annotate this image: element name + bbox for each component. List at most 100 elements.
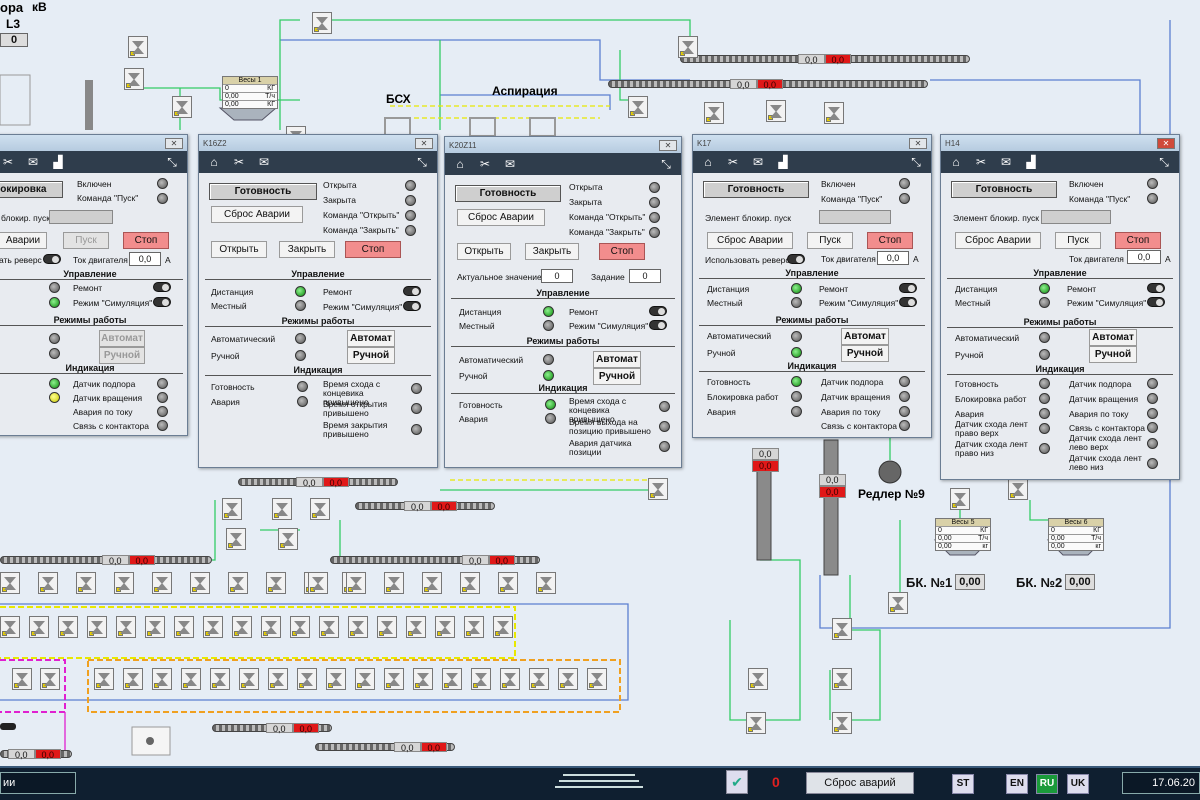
start-button[interactable]: Пуск <box>807 232 853 249</box>
block-elem-field[interactable] <box>1041 210 1111 224</box>
collapse-icon[interactable]: ⤡ <box>911 155 921 169</box>
close-button[interactable]: ✕ <box>165 137 183 149</box>
valve-symbol[interactable] <box>442 668 462 690</box>
valve-symbol[interactable] <box>950 488 970 510</box>
valve-symbol[interactable] <box>172 96 192 118</box>
left-taskbar-button[interactable]: ии <box>0 772 76 794</box>
valve-symbol[interactable] <box>422 572 442 594</box>
valve-symbol[interactable] <box>355 668 375 690</box>
valve-symbol[interactable] <box>348 616 368 638</box>
mail-search-icon[interactable]: ✉ <box>27 155 39 169</box>
valve-symbol[interactable] <box>406 616 426 638</box>
close-button[interactable]: ✕ <box>909 137 927 149</box>
tools-icon[interactable]: ✂ <box>727 155 739 169</box>
block-elem-field[interactable] <box>49 210 113 224</box>
valve-symbol[interactable] <box>226 528 246 550</box>
valve-symbol[interactable] <box>310 498 330 520</box>
ready-button[interactable]: Готовность <box>455 185 561 202</box>
valve-symbol[interactable] <box>210 668 230 690</box>
close-button[interactable]: ✕ <box>415 137 433 149</box>
valve-symbol[interactable] <box>0 616 20 638</box>
lang-uk-button[interactable]: UK <box>1067 774 1089 794</box>
close-valve-button[interactable]: Закрыть <box>279 241 335 258</box>
manual-button[interactable]: Ручной <box>841 345 889 362</box>
valve-symbol[interactable] <box>222 498 242 520</box>
open-button[interactable]: Открыть <box>457 243 511 260</box>
reverse-toggle[interactable] <box>43 254 61 264</box>
st-button[interactable]: ST <box>952 774 974 794</box>
valve-symbol[interactable] <box>190 572 210 594</box>
mail-search-icon[interactable]: ✉ <box>1000 155 1012 169</box>
tools-icon[interactable]: ✂ <box>2 155 14 169</box>
tools-icon[interactable]: ✂ <box>479 157 491 171</box>
valve-symbol[interactable] <box>239 668 259 690</box>
sim-toggle[interactable] <box>153 297 171 307</box>
valve-symbol[interactable] <box>268 668 288 690</box>
manual-button[interactable]: Ручной <box>593 368 641 385</box>
valve-symbol[interactable] <box>832 668 852 690</box>
close-button[interactable]: ✕ <box>659 139 677 151</box>
stop-button[interactable]: Стоп <box>1115 232 1161 249</box>
sim-toggle[interactable] <box>1147 297 1165 307</box>
chart-icon[interactable]: ▟ <box>1026 155 1036 169</box>
repair-toggle[interactable] <box>899 283 917 293</box>
motor-window-h14[interactable]: H14✕ ⌂ ✂ ✉ ▟ ⤡ Готовность Включен Команд… <box>940 134 1180 480</box>
block-button[interactable]: локировка <box>0 181 63 198</box>
valve-symbol[interactable] <box>536 572 556 594</box>
valve-symbol[interactable] <box>58 616 78 638</box>
manual-button[interactable]: Ручной <box>99 347 145 364</box>
block-elem-field[interactable] <box>819 210 891 224</box>
valve-symbol[interactable] <box>29 616 49 638</box>
valve-symbol[interactable] <box>384 572 404 594</box>
clipboard-check-icon[interactable]: ✔ <box>726 770 748 794</box>
lang-en-button[interactable]: EN <box>1006 774 1028 794</box>
tools-icon[interactable]: ✂ <box>975 155 987 169</box>
valve-symbol[interactable] <box>558 668 578 690</box>
valve-symbol[interactable] <box>124 68 144 90</box>
valve-symbol[interactable] <box>203 616 223 638</box>
sim-toggle[interactable] <box>649 320 667 330</box>
manual-button[interactable]: Ручной <box>1089 346 1137 363</box>
auto-button[interactable]: Автомат <box>99 330 145 347</box>
valve-symbol[interactable] <box>278 528 298 550</box>
auto-button[interactable]: Автомат <box>593 351 641 368</box>
menu-icon[interactable] <box>553 770 645 796</box>
close-valve-button[interactable]: Закрыть <box>525 243 579 260</box>
valve-symbol[interactable] <box>152 572 172 594</box>
valve-symbol[interactable] <box>266 572 286 594</box>
valve-symbol[interactable] <box>312 12 332 34</box>
valve-symbol[interactable] <box>824 102 844 124</box>
valve-symbol[interactable] <box>76 572 96 594</box>
start-button[interactable]: Пуск <box>63 232 109 249</box>
valve-symbol[interactable] <box>648 478 668 500</box>
valve-symbol[interactable] <box>228 572 248 594</box>
reset-alarm-button[interactable]: Сброс Аварии <box>955 232 1041 249</box>
valve-symbol[interactable] <box>628 96 648 118</box>
start-button[interactable]: Пуск <box>1055 232 1101 249</box>
repair-toggle[interactable] <box>153 282 171 292</box>
auto-button[interactable]: Автомат <box>841 328 889 345</box>
valve-symbol[interactable] <box>145 616 165 638</box>
ready-button[interactable]: Готовность <box>951 181 1057 198</box>
valve-symbol[interactable] <box>290 616 310 638</box>
valve-symbol[interactable] <box>326 668 346 690</box>
valve-symbol[interactable] <box>460 572 480 594</box>
valve-symbol[interactable] <box>888 592 908 614</box>
valve-symbol[interactable] <box>832 618 852 640</box>
close-button[interactable]: ✕ <box>1157 137 1175 149</box>
lang-ru-button[interactable]: RU <box>1036 774 1058 794</box>
valve-symbol[interactable] <box>152 668 172 690</box>
repair-toggle[interactable] <box>403 286 421 296</box>
motor-window-k17[interactable]: K17✕ ⌂ ✂ ✉ ▟ ⤡ Готовность Включен Команд… <box>692 134 932 438</box>
valve-symbol[interactable] <box>384 668 404 690</box>
valve-symbol[interactable] <box>766 100 786 122</box>
stop-button[interactable]: Стоп <box>867 232 913 249</box>
valve-symbol[interactable] <box>413 668 433 690</box>
ready-button[interactable]: Готовность <box>703 181 809 198</box>
stop-button[interactable]: Стоп <box>345 241 401 258</box>
valve-symbol[interactable] <box>308 572 328 594</box>
task-field[interactable]: 0 <box>629 269 661 283</box>
collapse-icon[interactable]: ⤡ <box>661 157 671 171</box>
valve-symbol[interactable] <box>678 36 698 58</box>
